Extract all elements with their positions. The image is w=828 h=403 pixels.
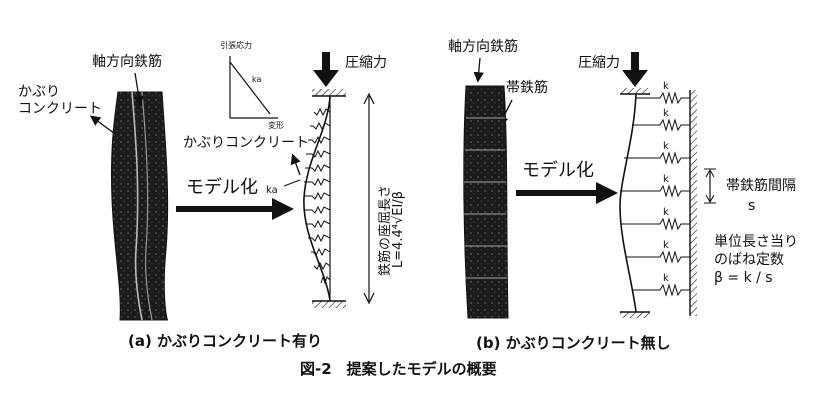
label-unit-spring-2: のばね定数 — [714, 252, 784, 268]
spring-k-labels: k k k k k k k — [663, 81, 669, 284]
compression-arrow-a — [313, 52, 339, 87]
inset-ka-label: ka — [252, 75, 261, 84]
spring-label-k: k — [663, 141, 669, 152]
caption-a: (a) かぶりコンクリート有り — [128, 332, 322, 350]
label-compression-a: 圧縮力 — [345, 55, 387, 71]
buckling-length-dimension — [363, 92, 375, 305]
column-photo-without-cover — [463, 85, 509, 319]
arrow-cover-concrete — [89, 115, 119, 137]
label-axial-rebar-b: 軸方向鉄筋 — [448, 38, 518, 55]
right-wall-b — [690, 90, 697, 316]
label-axial-rebar-a: 軸方向鉄筋 — [92, 53, 162, 70]
label-unit-spring-1: 単位長さ当り — [714, 234, 798, 250]
spring-label-k: k — [663, 108, 669, 119]
spring-label-k: k — [663, 273, 669, 284]
panel-a: かぶり コンクリート 軸方向鉄筋 引張応力 ka 変形 圧縮力 — [18, 40, 406, 350]
buckled-rebar-b — [619, 93, 637, 313]
spring-label-ka: ka — [266, 185, 278, 196]
support-bottom-b — [620, 312, 650, 318]
label-tie-spacing: 帯鉄筋間隔 — [726, 177, 796, 194]
spring-label-k: k — [663, 174, 669, 185]
label-compression-b: 圧縮力 — [578, 55, 620, 71]
inset-strain-label: 変形 — [268, 120, 284, 130]
modeling-arrow-a — [176, 198, 294, 220]
inset-stress-strain-graph: 引張応力 ka 変形 — [220, 40, 284, 130]
arrow-axial-rebar-a — [133, 72, 144, 107]
label-tie-rebar: 帯鉄筋 — [506, 79, 548, 96]
arrow-axial-rebar-b — [473, 57, 484, 83]
support-top-b — [620, 88, 650, 94]
spring-label-k: k — [663, 81, 669, 92]
spring-label-k: k — [663, 240, 669, 251]
tie-spacing-dimension — [704, 168, 716, 204]
compression-arrow-b — [622, 52, 648, 87]
label-buckling-formula: L=4.4⁴√EI/β — [391, 191, 406, 268]
label-cover-concrete-2: コンクリート — [18, 101, 102, 117]
label-cover-concrete-1: かぶり — [18, 84, 60, 100]
caption-b: (b) かぶりコンクリート無し — [476, 334, 671, 352]
label-s: s — [748, 198, 755, 214]
figure-title: 図-2 提案したモデルの概要 — [300, 360, 497, 378]
label-beta: β = k / s — [714, 270, 773, 286]
label-modeling-b: モデル化 — [522, 160, 594, 181]
label-cover-concrete-model: かぶりコンクリート — [183, 135, 309, 151]
label-buckling-length: 鉄筋の座屈長さ — [377, 185, 393, 276]
support-bottom-a — [312, 301, 346, 308]
arrow-cover-concrete-model — [290, 153, 301, 176]
label-modeling-a: モデル化 — [186, 177, 258, 198]
panel-b: 軸方向鉄筋 帯鉄筋 モデル化 圧縮力 — [448, 38, 798, 352]
spring-label-k: k — [663, 207, 669, 218]
support-top-a — [312, 89, 346, 96]
springs-a — [304, 107, 331, 285]
inset-stress-label: 引張応力 — [220, 40, 252, 50]
column-photo-with-cover — [110, 91, 169, 321]
springs-b — [620, 91, 690, 297]
modeling-arrow-b — [516, 182, 618, 204]
